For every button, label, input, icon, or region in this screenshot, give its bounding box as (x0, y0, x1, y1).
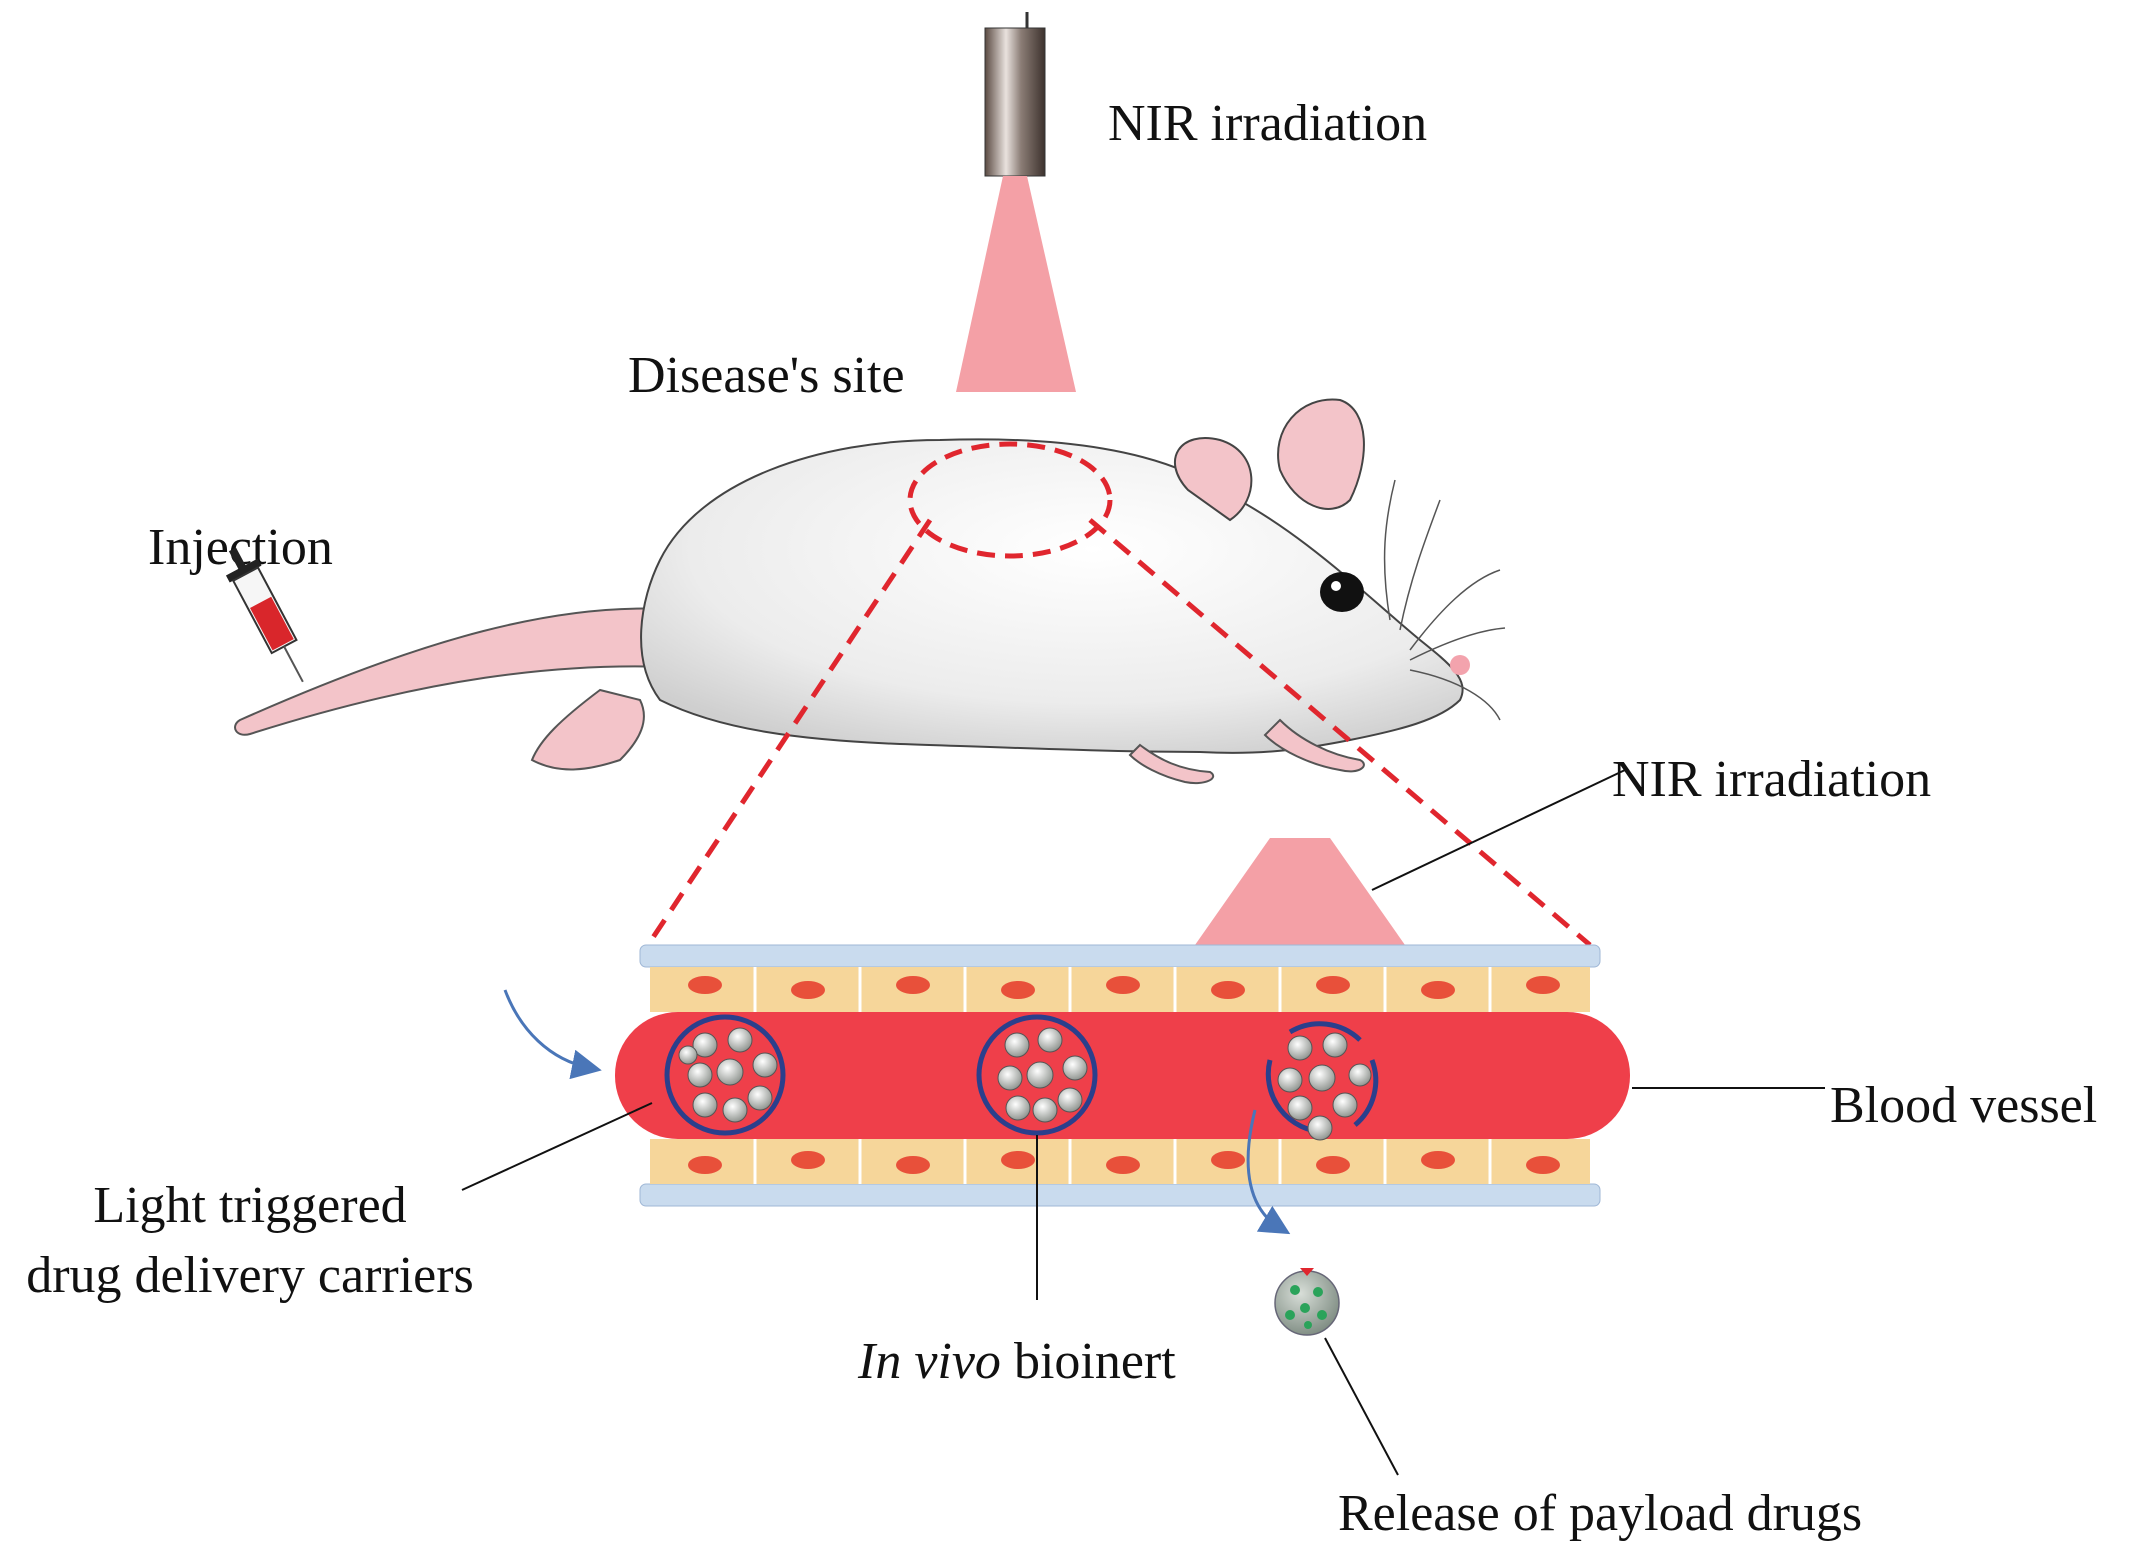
carrier-intact-2 (976, 1014, 1098, 1136)
nir-vessel-leader (1371, 769, 1626, 891)
nir-label-vessel: NIR irradiation (1612, 751, 1931, 808)
vessel-membrane-top (639, 944, 1601, 968)
mouse-ear (1277, 398, 1365, 510)
disease-site-circle (907, 441, 1113, 559)
laser-device-icon (984, 12, 1046, 177)
carriers-label-line1: Light triggered (93, 1177, 406, 1234)
release-arrow-icon (1246, 1109, 1291, 1235)
mouse-hind-leg (530, 688, 645, 771)
vessel-membrane-bottom (639, 1183, 1601, 1207)
nir-label-top: NIR irradiation (1108, 95, 1427, 152)
laser-beam-vessel (1195, 838, 1405, 945)
vessel-lumen (615, 1012, 1630, 1139)
mouse-eye (1320, 572, 1364, 612)
mouse-mid-paw (1128, 743, 1215, 784)
mouse-front-paw (1263, 718, 1365, 773)
blood-vessel (615, 944, 1630, 1207)
wall-cells (688, 967, 1560, 1184)
mouse-nose (1450, 655, 1470, 675)
blood-vessel-label: Blood vessel (1830, 1077, 2097, 1134)
mouse-whiskers (1383, 479, 1506, 721)
carrier-intact-1 (664, 1014, 786, 1136)
mouse-ear-back (1174, 437, 1253, 522)
inflow-arrow-icon (503, 989, 602, 1080)
laser-beam-top (956, 176, 1076, 392)
bioinert-text: bioinert (1001, 1333, 1176, 1390)
release-label: Release of payload drugs (1338, 1485, 1862, 1542)
release-leader (1324, 1337, 1399, 1476)
zoom-dashed-lines (645, 518, 1592, 947)
mouse-tail (234, 607, 692, 736)
carrier-opening (1265, 1021, 1379, 1141)
in-vivo-bioinert-label: In vivo bioinert (857, 1333, 1176, 1390)
syringe-icon (225, 547, 304, 683)
disease-site-label: Disease's site (628, 347, 905, 404)
carriers-label-line2: drug delivery carriers (26, 1247, 474, 1304)
carriers-leader (461, 1102, 653, 1191)
in-vivo-italic: In vivo (857, 1333, 1001, 1390)
released-drug-icon (1274, 1268, 1340, 1336)
mouse-illustration (234, 398, 1506, 784)
